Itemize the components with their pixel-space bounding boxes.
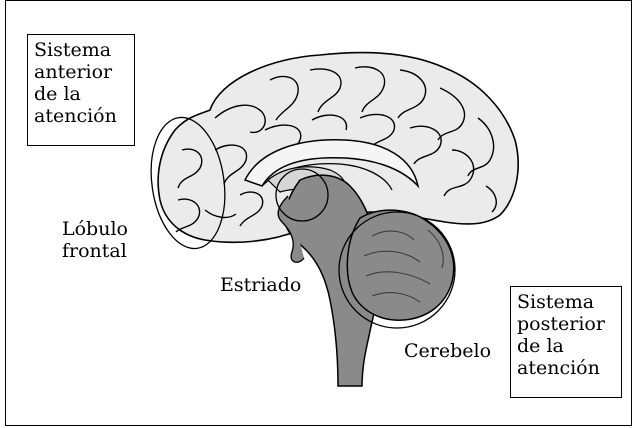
striatum-label: Estriado [220, 274, 301, 296]
cerebellum-label: Cerebelo [404, 340, 491, 362]
frontal-lobe-label: Lóbulo frontal [62, 218, 128, 262]
cerebellum [347, 210, 453, 320]
anterior-attention-system-box: Sistema anterior de la atención [27, 34, 135, 146]
posterior-attention-system-box: Sistema posterior de la atención [510, 286, 622, 398]
